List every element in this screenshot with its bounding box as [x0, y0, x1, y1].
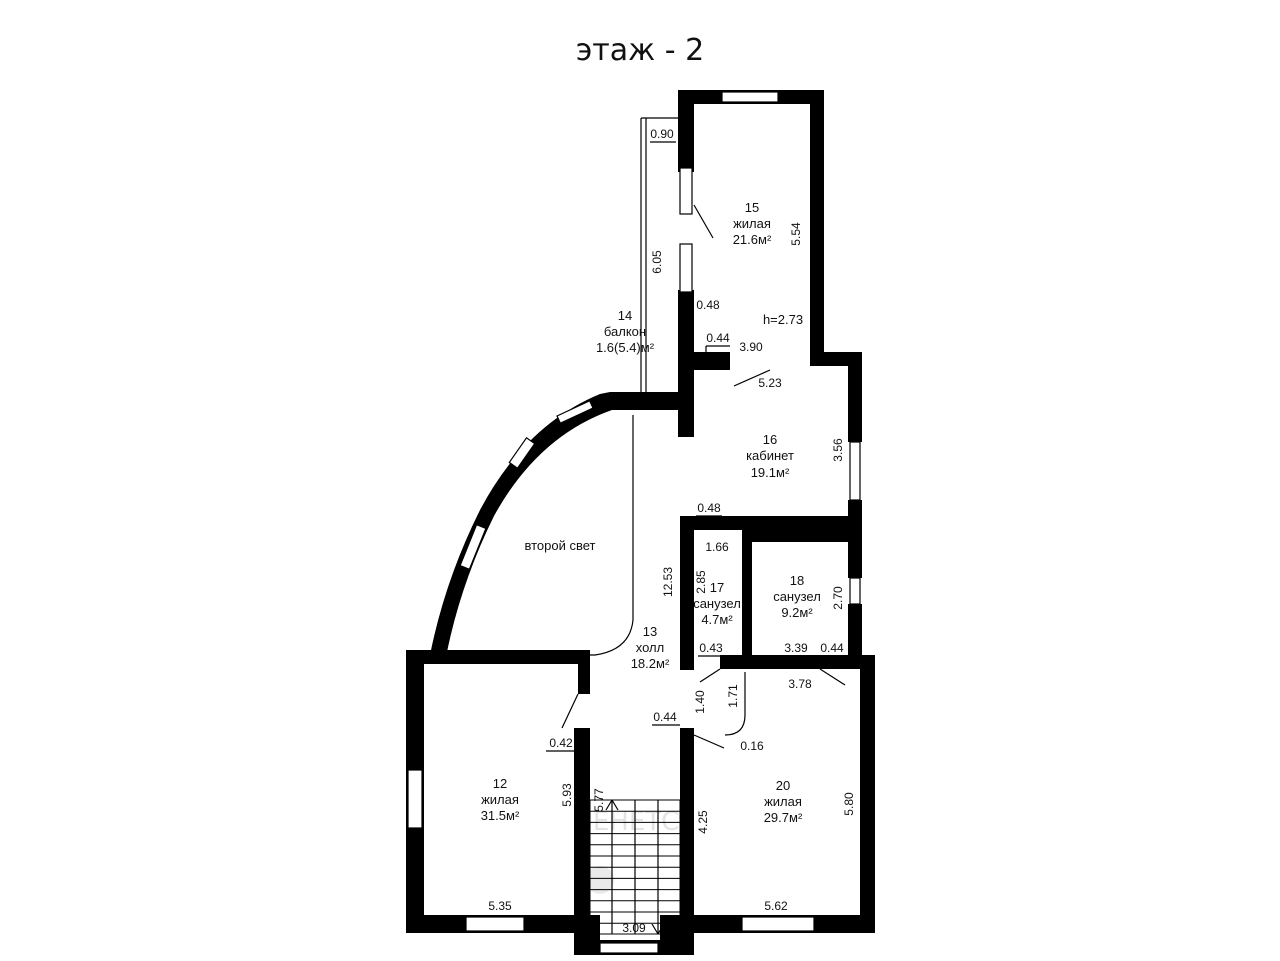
svg-text:холл: холл — [636, 640, 664, 655]
dim-label: 3.56 — [831, 438, 845, 462]
svg-text:13: 13 — [643, 624, 657, 639]
dim-label: 4.25 — [696, 810, 710, 834]
walls — [406, 90, 875, 955]
svg-text:балкон: балкон — [604, 324, 646, 339]
svg-text:15: 15 — [745, 200, 759, 215]
room-18-label: 18 санузел 9.2м² — [773, 573, 821, 620]
room-20-label: 20 жилая 29.7м² — [764, 778, 803, 825]
watermark: ВЕНЕТС — [575, 807, 679, 894]
dim-label: 0.44 — [820, 641, 844, 655]
svg-text:9.2м²: 9.2м² — [781, 605, 813, 620]
second-light-label: второй свет — [524, 538, 595, 553]
dimension-labels: 0.90 6.05 5.54 0.48 0.44 3.90 5.23 3.56 … — [488, 127, 856, 935]
dim-label: 3.39 — [784, 641, 808, 655]
dim-label: 0.90 — [650, 127, 674, 141]
ceiling-height-label: h=2.73 — [763, 312, 803, 327]
dim-label: 5.35 — [488, 899, 512, 913]
floor-title: этаж - 2 — [576, 33, 704, 68]
dim-label: 6.05 — [650, 250, 664, 274]
room-15-label: 15 жилая 21.6м² — [733, 200, 772, 247]
room-14-label: 14 балкон 1.6(5.4)м² — [596, 308, 655, 355]
dim-label: 3.78 — [788, 677, 812, 691]
room-17-label: 17 санузел 4.7м² — [693, 580, 741, 627]
svg-text:12: 12 — [493, 776, 507, 791]
dim-label: 5.23 — [758, 376, 782, 390]
dim-label: 5.93 — [560, 783, 574, 807]
svg-text:кабинет: кабинет — [746, 448, 794, 463]
svg-text:16: 16 — [763, 432, 777, 447]
room-16-label: 16 кабинет 19.1м² — [746, 432, 794, 480]
dim-label: 5.54 — [789, 222, 803, 246]
svg-text:17: 17 — [710, 580, 724, 595]
dim-label: 3.90 — [739, 340, 763, 354]
svg-text:31.5м²: 31.5м² — [481, 808, 520, 823]
svg-text:жилая: жилая — [481, 792, 519, 807]
svg-text:18.2м²: 18.2м² — [631, 656, 670, 671]
svg-text:санузел: санузел — [693, 596, 741, 611]
dim-label: 0.44 — [653, 710, 677, 724]
stairs — [589, 799, 681, 935]
svg-text:21.6м²: 21.6м² — [733, 232, 772, 247]
room-13-label: 13 холл 18.2м² — [631, 624, 670, 671]
svg-text:санузел: санузел — [773, 589, 821, 604]
dim-label: 0.43 — [699, 641, 723, 655]
svg-text:18: 18 — [790, 573, 804, 588]
dim-label: 0.16 — [740, 739, 764, 753]
svg-text:жилая: жилая — [733, 216, 771, 231]
dim-label: 0.48 — [697, 501, 721, 515]
windows — [407, 91, 861, 954]
dim-label: 2.70 — [831, 586, 845, 610]
dim-label: 5.80 — [842, 792, 856, 816]
svg-text:4.7м²: 4.7м² — [701, 612, 733, 627]
dim-label: 12.53 — [661, 567, 675, 597]
svg-text:19.1м²: 19.1м² — [751, 465, 790, 480]
doors — [561, 204, 846, 749]
dim-label: 2.85 — [694, 570, 708, 594]
dim-label: 5.77 — [592, 788, 606, 812]
svg-text:20: 20 — [776, 778, 790, 793]
dim-label: 5.62 — [764, 899, 788, 913]
svg-text:жилая: жилая — [764, 794, 802, 809]
dim-label: 0.42 — [549, 736, 573, 750]
dim-label: 1.66 — [705, 540, 729, 554]
dim-label: 0.48 — [696, 298, 720, 312]
svg-text:29.7м²: 29.7м² — [764, 810, 803, 825]
room-12-label: 12 жилая 31.5м² — [481, 776, 520, 823]
dim-label: 3.09 — [622, 921, 646, 935]
svg-text:1.6(5.4)м²: 1.6(5.4)м² — [596, 340, 655, 355]
dim-label: 1.40 — [693, 690, 707, 714]
dimension-leaders — [546, 141, 730, 752]
dim-label: 1.71 — [726, 684, 740, 708]
svg-text:14: 14 — [618, 308, 632, 323]
dim-label: 0.44 — [706, 331, 730, 345]
